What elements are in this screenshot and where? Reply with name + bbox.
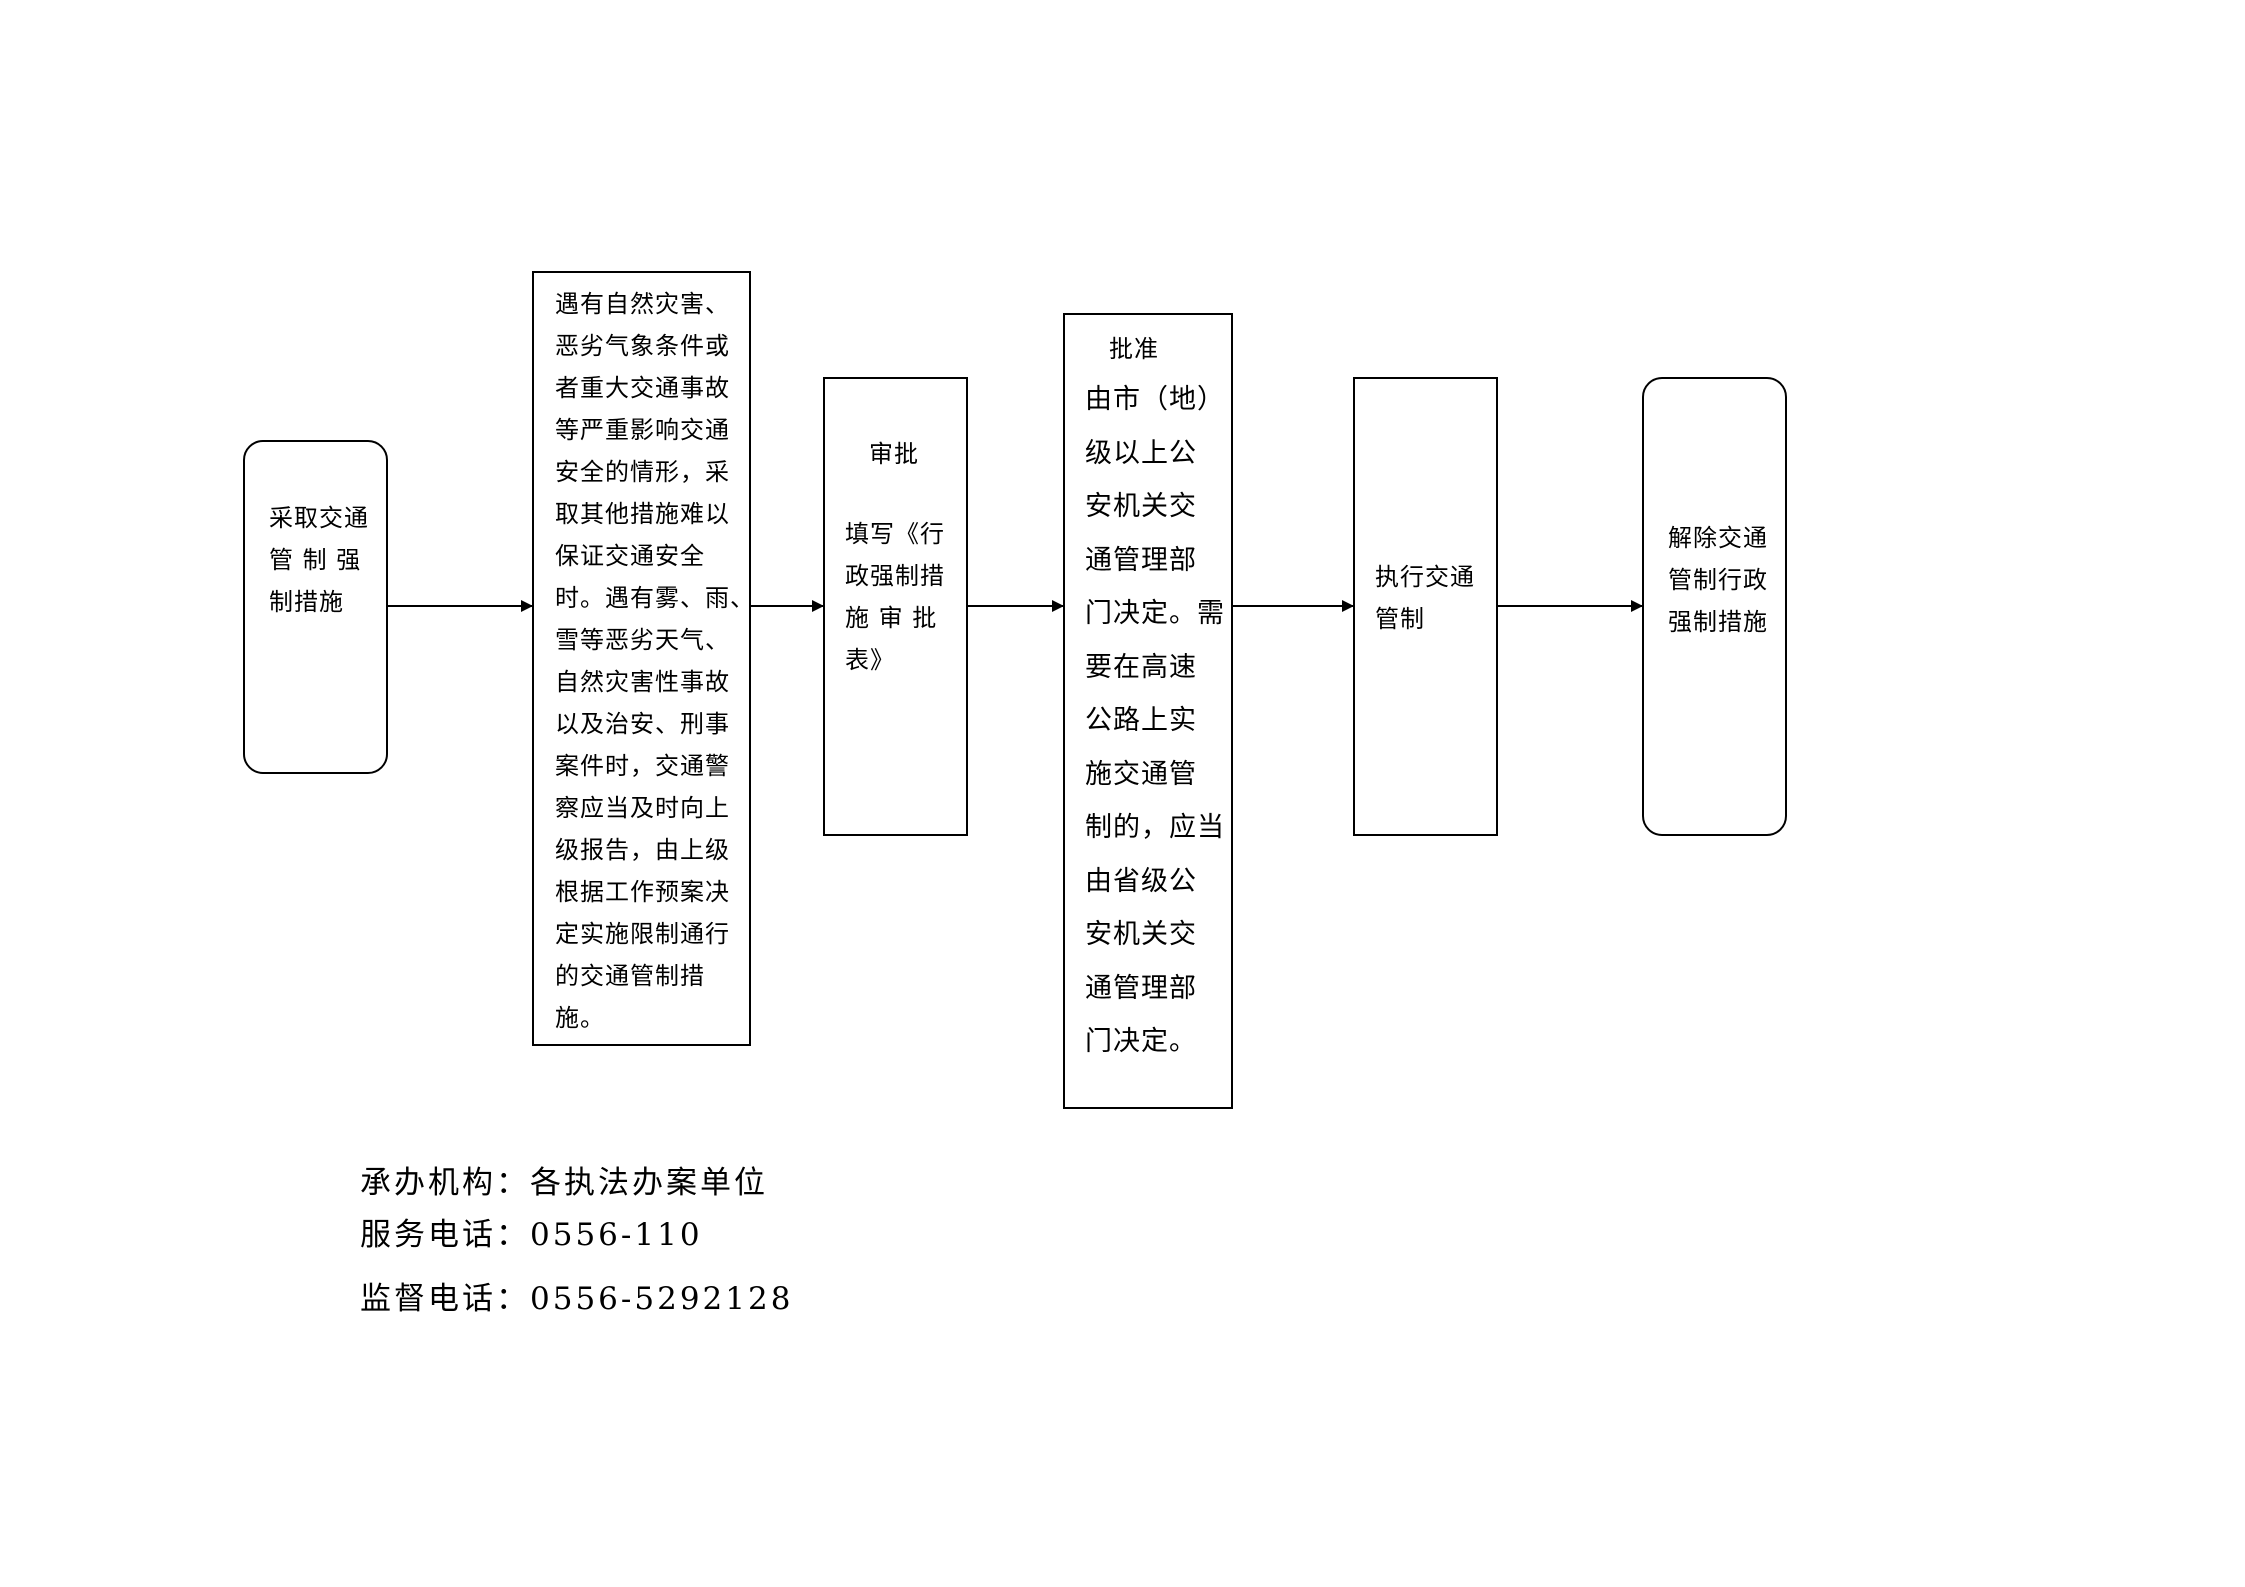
node-start-text: 采取交通 管 制 强 制措施 — [269, 504, 369, 616]
node-execute: 执行交通 管制 — [1353, 377, 1498, 836]
node-approve-title: 批准 — [1109, 335, 1159, 363]
node-review: 审批 填写《行 政强制措 施 审 批 表》 — [823, 377, 968, 836]
footer-supervise-phone: 监督电话：0556-5292128 — [360, 1281, 794, 1317]
node-condition: 遇有自然灾害、 恶劣气象条件或 者重大交通事故 等严重影响交通 安全的情形，采 … — [532, 271, 754, 1046]
node-execute-text: 执行交通 管制 — [1375, 563, 1475, 633]
node-end-text: 解除交通 管制行政 强制措施 — [1668, 524, 1768, 636]
node-end: 解除交通 管制行政 强制措施 — [1642, 377, 1787, 836]
footer-service-phone: 服务电话：0556-110 — [360, 1217, 703, 1253]
node-start: 采取交通 管 制 强 制措施 — [243, 440, 388, 774]
node-approve-body: 由市（地） 级以上公 安机关交 通管理部 门决定。需 要在高速 公路上实 施交通… — [1085, 384, 1225, 1057]
node-approve: 批准 由市（地） 级以上公 安机关交 通管理部 门决定。需 要在高速 公路上实 … — [1063, 313, 1233, 1109]
node-review-body: 填写《行 政强制措 施 审 批 表》 — [845, 520, 945, 674]
node-condition-text: 遇有自然灾害、 恶劣气象条件或 者重大交通事故 等严重影响交通 安全的情形，采 … — [555, 290, 755, 1032]
footer-agency: 承办机构：各执法办案单位 — [360, 1165, 768, 1201]
node-review-title: 审批 — [869, 440, 919, 468]
